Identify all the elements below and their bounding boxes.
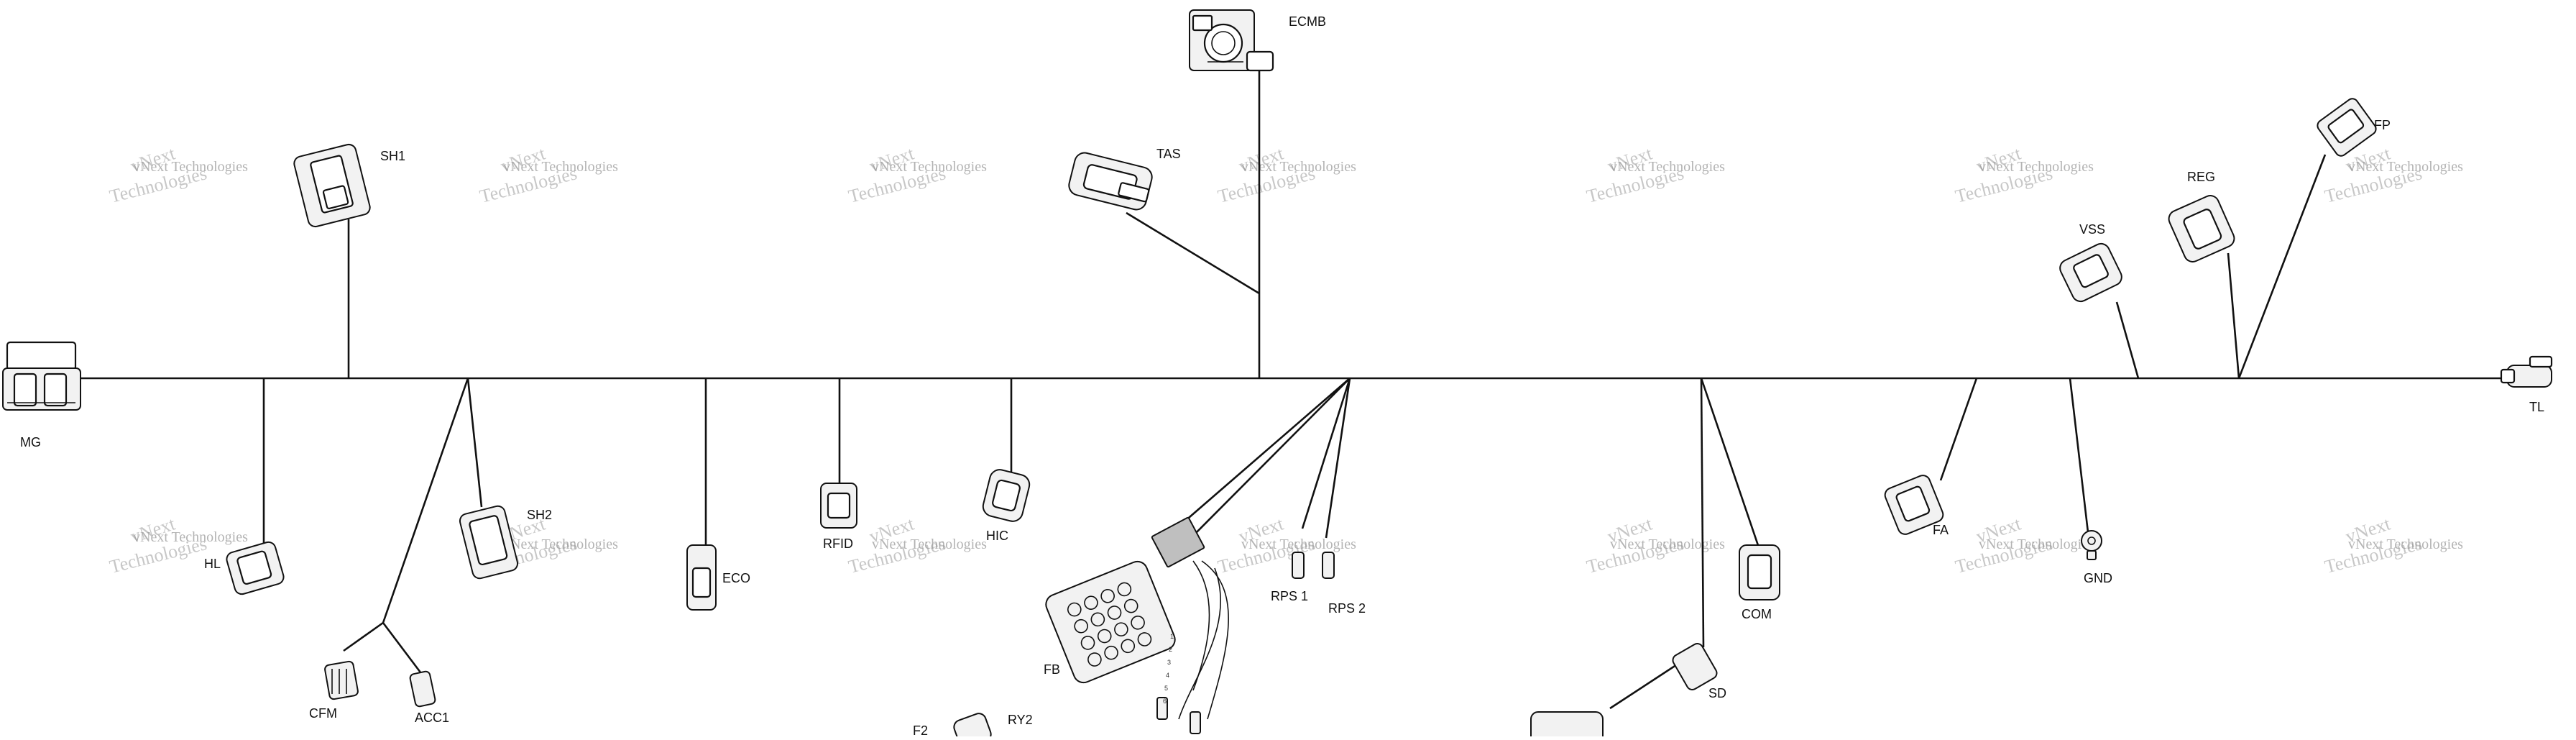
sd-connector — [1530, 643, 1718, 740]
vss-connector — [2059, 242, 2122, 303]
watermark-text: vNext Technologies — [872, 536, 987, 552]
label-sd: SD — [1708, 686, 1726, 700]
fp-connector — [2317, 98, 2377, 157]
label-ecmb: ECMB — [1289, 14, 1326, 29]
label-hic: HIC — [986, 529, 1008, 543]
label-sh2: SH2 — [527, 508, 552, 522]
label-rps2: RPS 2 — [1328, 601, 1366, 616]
label-gnd: GND — [2084, 571, 2112, 585]
gnd-terminal — [2081, 530, 2102, 560]
ecmb-connector — [1189, 9, 1274, 72]
svg-text:2: 2 — [1169, 646, 1172, 653]
watermark-text: vNext Technologies — [2348, 536, 2463, 552]
watermark-text: vNext Technologies — [1610, 536, 1725, 552]
fb-fuse-numbers: 1 2 3 4 5 6 — [1163, 633, 1174, 705]
label-mg: MG — [20, 435, 41, 449]
svg-text:5: 5 — [1164, 685, 1168, 692]
fa-connector — [1884, 475, 1944, 535]
fb-fuse-box — [1045, 516, 1205, 684]
label-rps1: RPS 1 — [1271, 589, 1308, 603]
label-eco: ECO — [722, 571, 750, 585]
rps1-connector — [1292, 552, 1305, 579]
rps2-connector — [1322, 552, 1335, 579]
svg-text:6: 6 — [1163, 698, 1167, 705]
label-tl: TL — [2529, 400, 2544, 414]
watermark-group: vNext vNext Technologies Technologies vN… — [107, 142, 2463, 577]
label-com: COM — [1742, 607, 1772, 621]
tl-connector — [2500, 355, 2553, 388]
fb-terminals — [1156, 697, 1201, 734]
label-vss: VSS — [2079, 222, 2105, 237]
watermark-text: vNext Technologies — [1610, 159, 1725, 175]
label-tas: TAS — [1156, 147, 1181, 161]
watermark-text: vNext Technologies — [133, 159, 248, 175]
sh1-connector — [293, 143, 371, 228]
label-ry2: RY2 — [1008, 713, 1033, 727]
watermark-text: vNext Technologies — [133, 529, 248, 545]
watermark-text: vNext Technologies — [503, 536, 618, 552]
watermark-text: vNext Technologies — [1979, 159, 2094, 175]
mg-connector — [2, 341, 81, 411]
branch-wires — [262, 70, 2327, 720]
label-fa: FA — [1933, 523, 1949, 537]
label-reg: REG — [2187, 170, 2215, 184]
svg-text:1: 1 — [1170, 633, 1174, 640]
f2-ry2-connector — [953, 713, 992, 740]
eco-connector — [686, 544, 717, 611]
label-sh1: SH1 — [380, 149, 405, 163]
acc1-connector — [409, 670, 436, 708]
label-fb: FB — [1044, 662, 1060, 677]
watermark-text: vNext Technologies — [2348, 159, 2463, 175]
label-cfm: CFM — [309, 706, 337, 721]
label-fp: FP — [2374, 118, 2391, 132]
sh2-connector — [459, 505, 519, 580]
connector-labels: ECMB SH1 TAS FP REG VSS MG TL HL SH2 CFM… — [20, 14, 2544, 738]
label-f2: F2 — [913, 723, 928, 736]
watermark-text: vNext Technologies — [1979, 536, 2094, 552]
com-connector — [1739, 544, 1780, 600]
reg-connector — [2168, 195, 2235, 262]
watermark-text: vNext Technologies — [1241, 536, 1356, 552]
rfid-connector — [820, 483, 857, 529]
svg-text:4: 4 — [1166, 672, 1169, 679]
svg-text:3: 3 — [1167, 659, 1171, 666]
label-hl: HL — [204, 557, 221, 571]
watermark-text: vNext Technologies — [872, 159, 987, 175]
hl-connector — [226, 541, 285, 595]
label-acc1: ACC1 — [415, 711, 449, 725]
tas-connector — [1068, 152, 1153, 211]
cfm-connector — [324, 660, 359, 700]
watermark-text: vNext Technologies — [1241, 159, 1356, 175]
hic-connector — [982, 469, 1031, 522]
label-rfid: RFID — [823, 536, 853, 551]
watermark-text: vNext Technologies — [503, 159, 618, 175]
